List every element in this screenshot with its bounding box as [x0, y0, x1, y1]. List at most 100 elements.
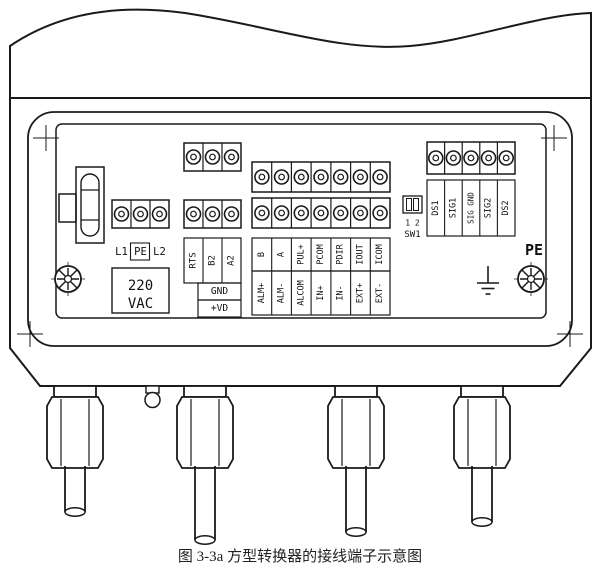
terminal-screw-icon: [332, 205, 349, 221]
terminal-screw-icon: [273, 205, 290, 221]
terminal-screw-icon: [293, 169, 310, 185]
io-label: PDIR: [336, 243, 346, 264]
io-label: PCOM: [316, 244, 326, 264]
terminal-screw-icon: [463, 150, 479, 166]
aux-box-vd: [197, 299, 242, 318]
voltage-unit: VAC: [128, 296, 153, 312]
io-label: EXT+: [355, 283, 365, 303]
gland-nut-icon: [46, 385, 104, 469]
power-label-l1: L1: [115, 246, 128, 258]
voltage-value: 220: [128, 278, 153, 294]
fuse-assembly: [58, 166, 105, 244]
cell-dividers: [271, 271, 371, 315]
gland-nut-icon: [327, 385, 385, 469]
dip-switch-numbers: 1 2: [405, 219, 420, 228]
power-terminal-block: L1 PE L2 220 VAC: [111, 199, 170, 314]
terminal-screw-icon: [151, 206, 168, 222]
cable-gland-4: [453, 385, 511, 527]
terminal-area: [55, 123, 547, 319]
terminal-screw-icon: [223, 149, 240, 165]
cell-dividers: [271, 198, 371, 228]
voltage-box: [111, 267, 170, 314]
terminal-screw-icon: [204, 149, 221, 165]
terminal-screw-icon: [293, 205, 310, 221]
io-label: EXT-: [375, 283, 385, 303]
io-strip-bottom: [251, 197, 391, 229]
comm-label: RTS: [189, 252, 199, 268]
signal-terminal-block: DS1 SIG1 SIG GND SIG2 DS2: [426, 141, 516, 237]
aux-label-gnd: GND: [211, 286, 228, 297]
gland-nut-icon: [453, 385, 511, 469]
figure-caption: 图 3-3a 方型转换器的接线端子示意图: [178, 547, 422, 565]
terminal-screw-icon: [372, 169, 388, 185]
comm-strip-top: [183, 142, 242, 172]
terminal-screw-icon: [480, 150, 497, 166]
cell-dividers: [444, 180, 498, 236]
io-label: ALM-: [277, 283, 287, 303]
cell-dividers: [130, 200, 151, 228]
cable: [64, 466, 86, 517]
cable: [194, 466, 216, 545]
io-label-row2: [251, 270, 391, 316]
cell-dividers: [271, 162, 371, 192]
terminal-screw-icon: [332, 169, 349, 185]
terminal-screw-icon: [352, 169, 369, 185]
signal-strip: [426, 141, 516, 175]
io-label: IN-: [336, 285, 346, 300]
signal-label: DS2: [501, 200, 511, 215]
comm-label: B2: [208, 255, 218, 266]
terminal-screw-icon: [352, 205, 369, 221]
dip-switch-sw1: 1 2 SW1: [402, 195, 423, 240]
power-strip: [111, 199, 170, 229]
io-terminal-block: B A PUL+ PCOM PDIR IOUT ICOM ALM+ ALM- A…: [251, 161, 391, 316]
cable-gland-3: [327, 385, 385, 537]
cell-dividers: [271, 238, 371, 271]
signal-label-row: [426, 179, 516, 237]
power-label-l2: L2: [153, 246, 166, 258]
terminal-screw-icon: [132, 206, 149, 222]
terminal-screw-icon: [185, 206, 202, 222]
io-label: ALM+: [257, 283, 267, 303]
terminal-screw-icon: [185, 149, 202, 165]
terminal-screw-icon: [204, 206, 221, 222]
terminal-screw-icon: [254, 205, 270, 221]
cell-dividers: [202, 200, 223, 228]
comm-label: A2: [227, 255, 237, 266]
dip-switch-body: [402, 195, 423, 214]
comm-strip-bottom: [183, 199, 242, 229]
aux-label-vd: +VD: [211, 303, 228, 314]
cell-dividers: [202, 143, 223, 171]
pe-label-box: [129, 242, 151, 261]
terminal-panel: [27, 111, 573, 347]
cable-gland-2: [176, 385, 234, 545]
terminal-screw-icon: [313, 169, 329, 185]
comm-terminal-block: RTS B2 A2 GND +VD: [183, 142, 242, 318]
cell-dividers: [202, 238, 223, 283]
terminal-screw-icon: [113, 206, 130, 222]
signal-label: SIG2: [484, 198, 494, 218]
terminal-screw-icon: [498, 150, 515, 166]
drain-plug: [144, 385, 161, 409]
dip-switch-pos1: [406, 198, 412, 211]
cell-dividers: [444, 142, 498, 174]
io-label: ICOM: [375, 244, 385, 264]
terminal-screw-icon: [254, 169, 270, 185]
power-label-pe: PE: [134, 246, 147, 258]
terminal-screw-icon: [273, 169, 290, 185]
io-label: ALCOM: [296, 280, 306, 306]
terminal-screw-icon: [372, 205, 388, 221]
cable-gland-1: [46, 385, 104, 517]
pe-label: PE: [525, 241, 543, 259]
io-label: A: [277, 252, 287, 257]
dip-switch-pos2: [413, 198, 419, 211]
signal-label: DS1: [431, 200, 441, 215]
signal-label: SIG1: [448, 198, 458, 218]
ground-icon: [477, 266, 499, 295]
io-strip-top: [251, 161, 391, 193]
io-label: IN+: [316, 285, 326, 300]
cable: [471, 466, 493, 527]
terminal-screw-icon: [223, 206, 240, 222]
io-label: IOUT: [355, 244, 365, 264]
